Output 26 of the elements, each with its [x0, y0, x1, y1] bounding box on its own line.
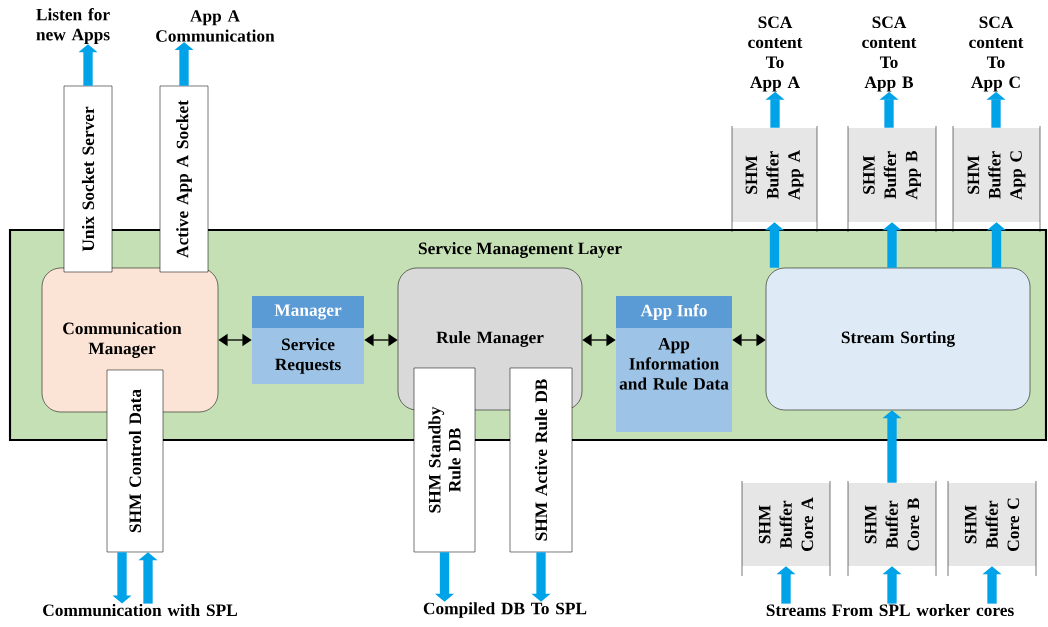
buffer-block: SHM Buffer Core A: [741, 480, 831, 577]
io-label: SCA content To App B: [862, 16, 917, 92]
io-label: SCA content To App A: [748, 16, 803, 92]
buffer-block: SHM Buffer Core C: [947, 480, 1037, 577]
memory-block: SHM Standby Rule DB: [413, 367, 476, 553]
memory-block: Unix Socket Server: [63, 85, 113, 273]
buffer-block: SHM Buffer App C: [952, 125, 1041, 233]
arrow: [582, 333, 616, 347]
io-label: SCA content To App C: [969, 16, 1024, 92]
data-box: App Info App Information and Rule Data: [616, 296, 732, 432]
io-label: App A Communication: [156, 10, 275, 42]
memory-block: SHM Active Rule DB: [509, 367, 573, 553]
arrow: [218, 333, 252, 347]
buffer-block: SHM Buffer App B: [847, 125, 937, 233]
memory-block: Active App A Socket: [159, 85, 209, 273]
io-label: Compiled DB To SPL: [423, 602, 587, 618]
arrow: [732, 333, 766, 347]
arrow: [364, 333, 398, 347]
process-box: Stream Sorting: [765, 267, 1031, 411]
buffer-block: SHM Buffer Core B: [847, 480, 937, 577]
memory-block: SHM Control Data: [106, 369, 164, 553]
data-box: Manager Service Requests: [252, 296, 364, 384]
buffer-block: SHM Buffer App A: [731, 125, 818, 233]
io-label: Listen for new Apps: [36, 8, 110, 44]
io-label: Communication with SPL: [43, 603, 237, 617]
io-label: Streams From SPL worker cores: [766, 603, 1014, 617]
